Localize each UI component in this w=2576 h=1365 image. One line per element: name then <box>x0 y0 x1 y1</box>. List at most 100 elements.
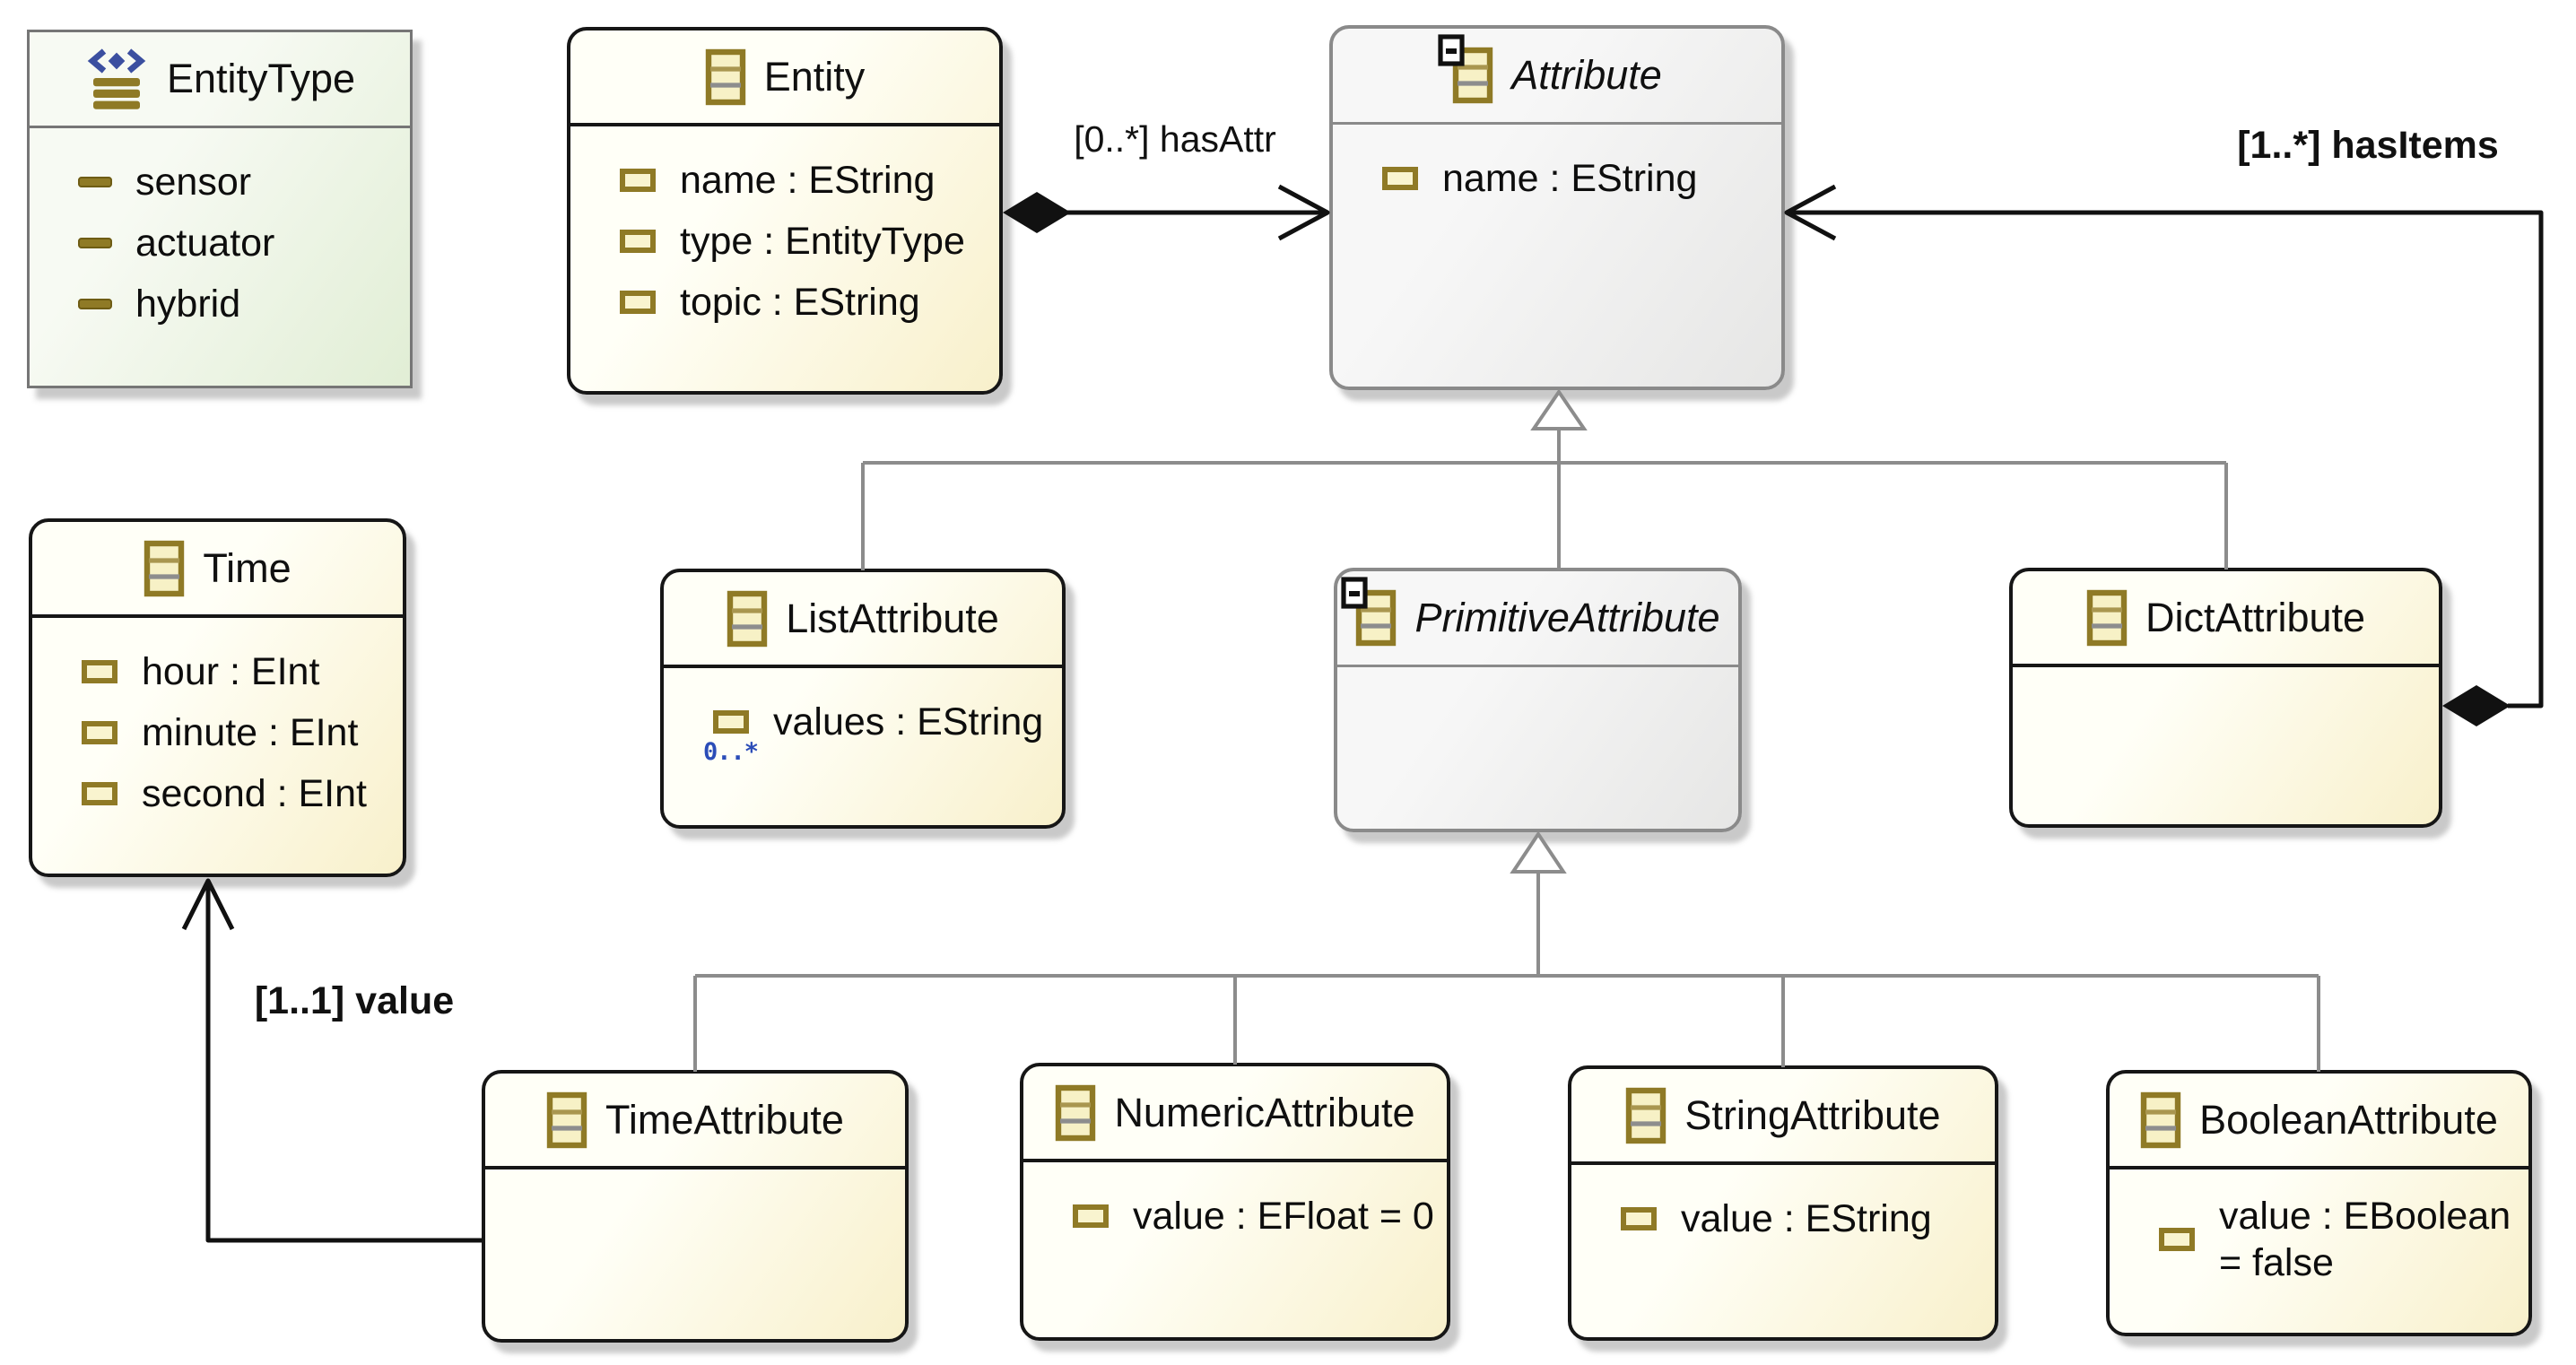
enum-literal-icon <box>78 299 112 309</box>
class-primitiveattribute[interactable]: PrimitiveAttribute <box>1334 568 1742 832</box>
empty-attribute-compartment <box>1337 667 1738 691</box>
value-label[interactable]: [1..1] value <box>254 979 455 1022</box>
association-hasattr[interactable] <box>1003 184 1330 241</box>
class-time[interactable]: Time hour : EInt minute : EInt second : … <box>29 518 406 877</box>
enum-literal-row[interactable]: actuator <box>78 213 396 274</box>
generalization-to-primitiveattribute[interactable] <box>693 830 2320 1072</box>
class-icon <box>2086 589 2128 647</box>
class-dictattribute[interactable]: DictAttribute <box>2009 568 2442 828</box>
class-title: PrimitiveAttribute <box>1414 595 1720 640</box>
class-icon <box>2140 1091 2181 1149</box>
attribute-text: second : EInt <box>142 771 367 815</box>
attribute-text: name : EString <box>1442 156 1698 200</box>
attribute-row[interactable]: type : EntityType <box>619 211 985 272</box>
class-timeattribute[interactable]: TimeAttribute <box>482 1070 909 1343</box>
class-header: ListAttribute <box>664 572 1062 668</box>
attribute-row[interactable]: name : EString <box>619 150 985 211</box>
class-title: Time <box>203 544 292 591</box>
class-booleanattribute[interactable]: BooleanAttribute value : EBoolean = fals… <box>2106 1070 2532 1336</box>
class-title: StringAttribute <box>1684 1091 1941 1138</box>
abstract-class-icon <box>1438 34 1493 104</box>
class-listattribute[interactable]: ListAttribute 0..* values : EString <box>660 569 1066 829</box>
class-header: Entity <box>570 30 999 126</box>
attribute-icon <box>619 168 657 193</box>
class-header: NumericAttribute <box>1023 1066 1447 1162</box>
attribute-icon <box>81 781 118 806</box>
generalization-to-attribute[interactable] <box>861 388 2228 570</box>
attribute-text: value : EFloat = 0 <box>1133 1194 1434 1238</box>
attribute-icon <box>1381 166 1419 191</box>
attribute-text: value : EString <box>1681 1196 1932 1240</box>
abstract-badge-icon <box>1438 34 1465 66</box>
attribute-icon <box>619 290 657 315</box>
abstract-badge-icon <box>1341 577 1369 609</box>
attribute-row[interactable]: value : EString <box>1620 1188 1980 1249</box>
enum-literal-text: actuator <box>135 221 275 265</box>
class-header: Time <box>32 522 403 618</box>
attribute-row[interactable]: hour : EInt <box>81 641 388 702</box>
attribute-text: hour : EInt <box>142 649 320 693</box>
attribute-icon <box>81 659 118 684</box>
enum-literal-icon <box>78 238 112 248</box>
attribute-icon: 0..* <box>703 709 759 766</box>
enum-literal-text: hybrid <box>135 282 241 326</box>
class-icon <box>144 540 185 597</box>
class-entitytype[interactable]: EntityType sensor actuator hybrid <box>27 30 413 388</box>
hasattr-label[interactable]: [0..*] hasAttr <box>1074 118 1276 160</box>
class-icon <box>705 48 746 106</box>
class-title: TimeAttribute <box>605 1096 844 1143</box>
enum-icon <box>84 46 149 112</box>
enum-literal-row[interactable]: sensor <box>78 152 396 213</box>
attribute-text: value : EBoolean = false <box>2219 1193 2511 1287</box>
empty-attribute-compartment <box>2013 667 2439 691</box>
class-stringattribute[interactable]: StringAttribute value : EString <box>1568 1065 1998 1341</box>
class-icon <box>1625 1087 1667 1144</box>
attribute-text: name : EString <box>680 158 936 202</box>
attribute-row[interactable]: 0..* values : EString <box>703 691 1048 767</box>
class-header: Attribute <box>1333 29 1781 125</box>
enum-literal-text: sensor <box>135 160 252 204</box>
class-entity[interactable]: Entity name : EString type : EntityType … <box>567 27 1003 395</box>
class-title: DictAttribute <box>2145 594 2366 640</box>
attribute-text-line: value : EBoolean <box>2219 1195 2511 1238</box>
attribute-icon <box>81 720 118 745</box>
attribute-text: values : EString <box>773 700 1044 743</box>
enum-literal-row[interactable]: hybrid <box>78 274 396 335</box>
class-title: Entity <box>763 53 866 100</box>
attribute-text: topic : EString <box>680 280 920 324</box>
attribute-icon <box>619 229 657 254</box>
hasitems-label[interactable]: [1..*] hasItems <box>2237 124 2499 167</box>
attribute-icon <box>2158 1227 2196 1252</box>
class-title: Attribute <box>1511 52 1662 98</box>
attribute-row[interactable]: value : EBoolean = false <box>2158 1193 2514 1287</box>
class-title: EntityType <box>166 56 356 101</box>
empty-attribute-compartment <box>485 1169 905 1193</box>
class-icon <box>546 1091 587 1149</box>
class-header: BooleanAttribute <box>2110 1074 2528 1169</box>
enum-literal-icon <box>78 177 112 187</box>
class-icon <box>1055 1084 1096 1142</box>
class-header: DictAttribute <box>2013 571 2439 667</box>
association-value[interactable] <box>181 878 482 1243</box>
attribute-text-line: = false <box>2219 1241 2334 1285</box>
attribute-icon <box>1620 1206 1658 1231</box>
attribute-icon <box>1072 1204 1110 1229</box>
attribute-row[interactable]: minute : EInt <box>81 702 388 763</box>
class-title: NumericAttribute <box>1114 1089 1415 1135</box>
attribute-row[interactable]: second : EInt <box>81 763 388 824</box>
class-attribute[interactable]: Attribute name : EString <box>1329 25 1785 390</box>
class-icon <box>727 590 768 648</box>
class-numericattribute[interactable]: NumericAttribute value : EFloat = 0 <box>1020 1063 1450 1341</box>
class-title: BooleanAttribute <box>2199 1096 2498 1143</box>
multiplicity-badge: 0..* <box>703 738 759 766</box>
attribute-text: minute : EInt <box>142 710 359 754</box>
class-header: EntityType <box>30 32 410 128</box>
abstract-class-icon <box>1341 577 1397 647</box>
attribute-row[interactable]: topic : EString <box>619 272 985 333</box>
attribute-text: type : EntityType <box>680 219 965 263</box>
class-header: TimeAttribute <box>485 1074 905 1169</box>
attribute-row[interactable]: value : EFloat = 0 <box>1072 1186 1434 1247</box>
class-header: PrimitiveAttribute <box>1337 571 1738 667</box>
attribute-row[interactable]: name : EString <box>1381 148 1767 209</box>
